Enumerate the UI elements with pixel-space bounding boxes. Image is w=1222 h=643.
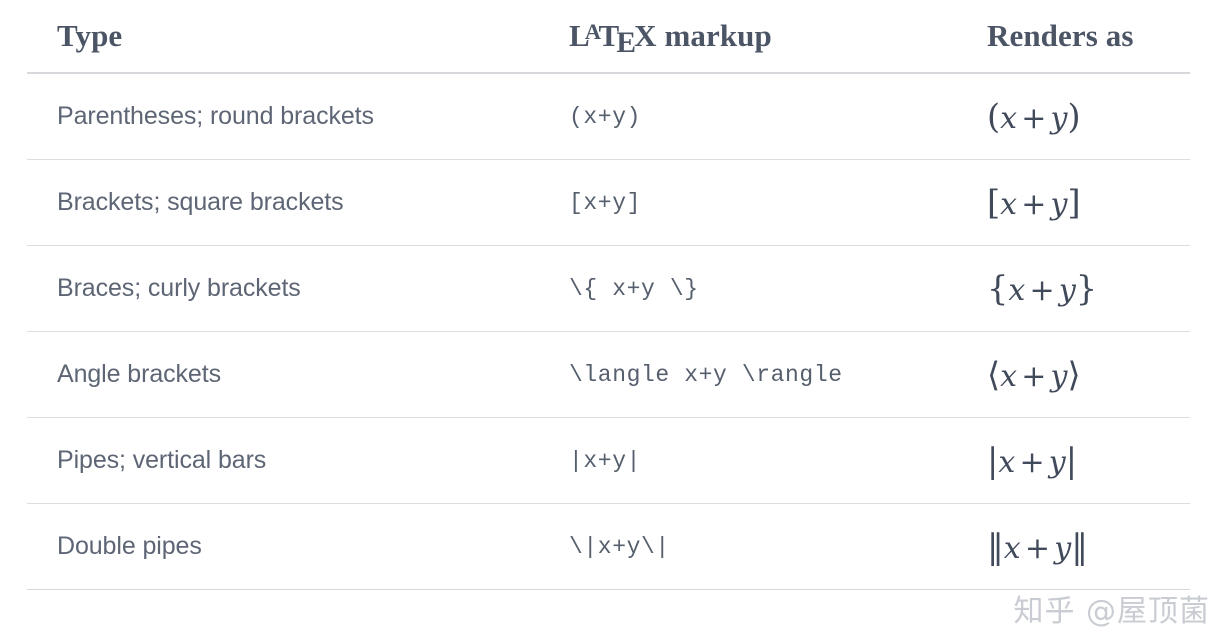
math-variable-y: y: [1054, 531, 1072, 566]
cell-markup: [x+y]: [545, 159, 965, 246]
math-variable-y: y: [1048, 445, 1066, 480]
math-variable-y: y: [1050, 359, 1068, 394]
table-row: Double pipes \|x+y\| ‖x+y‖: [27, 503, 1190, 590]
math-close-delimiter: ): [1067, 97, 1081, 137]
math-variable-y: y: [1050, 101, 1068, 136]
cell-markup: \{ x+y \}: [545, 245, 965, 332]
latex-letter-l: L: [569, 18, 590, 53]
math-close-delimiter: |: [1065, 441, 1078, 481]
math-operator-plus: +: [1029, 273, 1055, 308]
math-variable-x: x: [1000, 359, 1018, 394]
cell-render: |x+y|: [965, 417, 1190, 504]
math-variable-x: x: [1003, 531, 1021, 566]
math-operator-plus: +: [1021, 101, 1047, 136]
cell-render: ⟨x+y⟩: [965, 331, 1190, 418]
latex-letter-a: A: [584, 19, 601, 45]
table-row: Braces; curly brackets \{ x+y \} {x+y}: [27, 245, 1190, 332]
math-close-delimiter: ‖: [1071, 527, 1088, 567]
math-open-delimiter: |: [987, 441, 999, 481]
table-row: Parentheses; round brackets (x+y) (x+y): [27, 73, 1190, 160]
watermark-zhihu: 知乎 @屋顶菌: [1013, 594, 1210, 629]
math-variable-x: x: [1000, 187, 1018, 222]
column-header-markup-suffix: markup: [656, 18, 772, 53]
cell-type: Parentheses; round brackets: [27, 73, 545, 160]
cell-render: {x+y}: [965, 245, 1190, 332]
table-header-row: Type LATEX markup Renders as: [27, 18, 1190, 74]
cell-type: Double pipes: [27, 503, 545, 590]
cell-render: ‖x+y‖: [965, 503, 1190, 590]
math-open-delimiter: ‖: [987, 527, 1004, 567]
math-operator-plus: +: [1021, 187, 1047, 222]
math-open-delimiter: ⟨: [987, 355, 1001, 395]
math-open-delimiter: {: [987, 269, 1009, 309]
math-operator-plus: +: [1019, 445, 1045, 480]
cell-markup: \|x+y\|: [545, 503, 965, 590]
math-close-delimiter: }: [1075, 269, 1098, 309]
math-variable-x: x: [1000, 101, 1018, 136]
math-variable-x: x: [998, 445, 1016, 480]
latex-brackets-table: Type LATEX markup Renders as Parentheses…: [27, 18, 1190, 590]
cell-render: (x+y): [965, 73, 1190, 160]
math-open-delimiter: [: [987, 183, 1001, 223]
math-open-delimiter: (: [987, 97, 1001, 137]
table-header: Type LATEX markup Renders as: [27, 18, 1190, 74]
math-close-delimiter: ]: [1067, 183, 1081, 223]
cell-render: [x+y]: [965, 159, 1190, 246]
cell-type: Pipes; vertical bars: [27, 417, 545, 504]
math-variable-y: y: [1050, 187, 1068, 222]
math-variable-y: y: [1058, 273, 1076, 308]
cell-markup: \langle x+y \rangle: [545, 331, 965, 418]
column-header-type: Type: [27, 18, 545, 74]
math-close-delimiter: ⟩: [1067, 355, 1081, 395]
latex-letter-t: T: [598, 18, 620, 53]
cell-markup: (x+y): [545, 73, 965, 160]
column-header-latex-markup: LATEX markup: [545, 18, 965, 74]
table-row: Brackets; square brackets [x+y] [x+y]: [27, 159, 1190, 246]
cell-type: Braces; curly brackets: [27, 245, 545, 332]
cell-markup: |x+y|: [545, 417, 965, 504]
latex-letter-e: E: [616, 27, 637, 60]
latex-wordmark: LATEX: [569, 18, 657, 59]
table-body: Parentheses; round brackets (x+y) (x+y) …: [27, 73, 1190, 590]
table-row: Angle brackets \langle x+y \rangle ⟨x+y⟩: [27, 331, 1190, 418]
math-variable-x: x: [1008, 273, 1026, 308]
column-header-renders-as: Renders as: [965, 18, 1190, 74]
cell-type: Angle brackets: [27, 331, 545, 418]
latex-letter-x: X: [634, 18, 657, 53]
cell-type: Brackets; square brackets: [27, 159, 545, 246]
math-operator-plus: +: [1021, 359, 1047, 394]
table-row: Pipes; vertical bars |x+y| |x+y|: [27, 417, 1190, 504]
math-operator-plus: +: [1024, 531, 1051, 566]
